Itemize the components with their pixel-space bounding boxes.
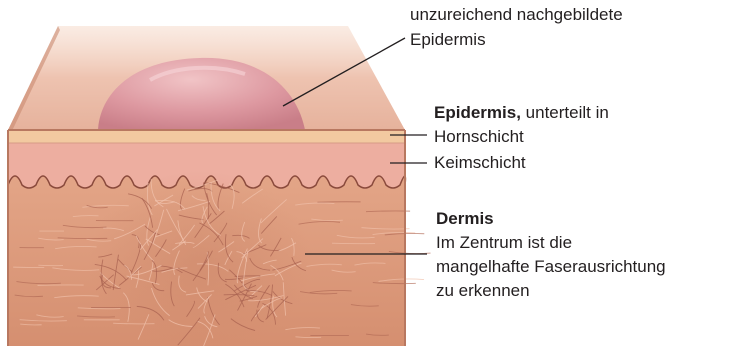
- label-epidermis-title: Epidermis,: [434, 103, 521, 122]
- label-keimschicht: Keimschicht: [434, 152, 526, 174]
- layer-hornschicht: [8, 130, 405, 143]
- label-dermis-line3: zu erkennen: [436, 280, 530, 302]
- fibre: [38, 265, 63, 266]
- label-epidermis-model-line1: unzureichend nachgebildete: [410, 4, 623, 26]
- label-hornschicht: Hornschicht: [434, 126, 524, 148]
- label-epidermis-title-rest: unterteilt in: [526, 103, 609, 122]
- label-dermis-line2: mangelhafte Faserausrichtung: [436, 256, 666, 278]
- label-epidermis-heading: Epidermis, unterteilt in: [434, 102, 609, 124]
- scar-region: [88, 170, 312, 346]
- label-dermis-line1: Im Zentrum ist die: [436, 232, 572, 254]
- label-dermis-title: Dermis: [436, 208, 494, 230]
- label-epidermis-model-line2: Epidermis: [410, 29, 486, 51]
